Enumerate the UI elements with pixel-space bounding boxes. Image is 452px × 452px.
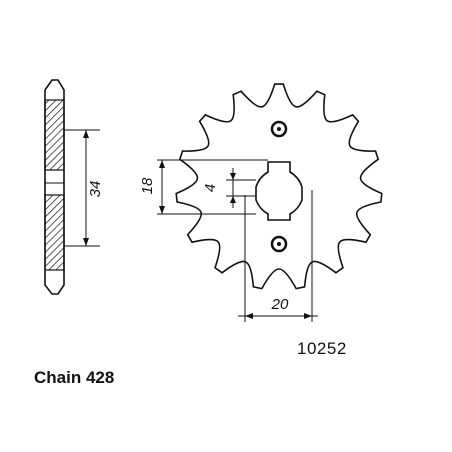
spline-hub bbox=[255, 161, 303, 221]
bolt-hole-top bbox=[270, 120, 288, 138]
side-profile-view: 34 bbox=[44, 79, 104, 295]
dim-4-label: 4 bbox=[202, 184, 219, 192]
sprocket-front-view: 18 4 20 bbox=[139, 83, 383, 322]
side-profile-hatch-upper bbox=[44, 99, 65, 171]
bolt-hole-bottom bbox=[270, 235, 288, 253]
dim-34-label: 34 bbox=[87, 181, 104, 198]
dim-18-label: 18 bbox=[139, 177, 156, 194]
dim-20-label: 20 bbox=[271, 296, 289, 313]
side-profile-hatch-lower bbox=[44, 194, 65, 271]
side-profile-outline bbox=[44, 79, 65, 295]
part-number: 10252 bbox=[297, 339, 347, 358]
chain-label: Chain 428 bbox=[34, 368, 115, 387]
sprocket-outline bbox=[175, 83, 383, 290]
